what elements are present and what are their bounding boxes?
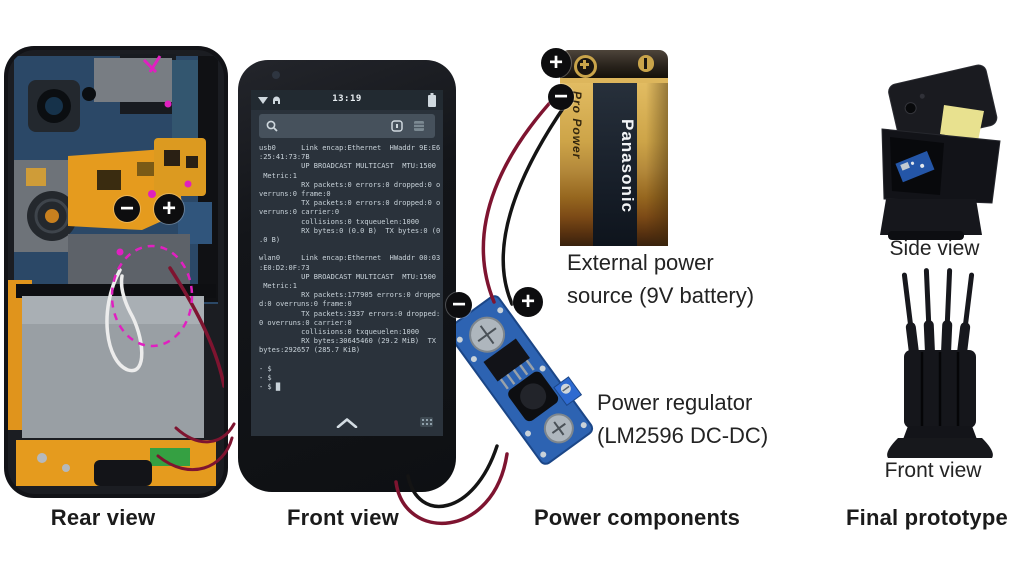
keyboard-icon [420,417,433,427]
front-phone-photo: 13:19 usb0 Link encap:Ethernet HWaddr 9E… [238,60,456,492]
internal-module [895,150,935,183]
battery-cap [560,50,668,78]
battery-series-label: Pro Power [570,91,584,160]
power-regulator-photo [446,295,594,465]
battery-9v-photo: Pro Power Panasonic [560,50,668,246]
caption-final-prototype: Final prototype [846,505,1008,530]
prototype-camera-icon [904,102,917,115]
status-bar: 13:19 [251,90,443,110]
battery-negative-terminal-icon [638,55,654,72]
chevron-up-icon [336,418,358,428]
prototype-front-view-photo [887,268,993,458]
phone-screen: 13:19 usb0 Link encap:Ethernet HWaddr 9E… [251,90,443,436]
polarity-marker-minus: − [114,196,140,222]
caption-rear-view: Rear view [50,505,156,530]
sticky-note [940,105,984,141]
magenta-annotations [110,55,194,348]
terminal-output: usb0 Link encap:Ethernet HWaddr 9E:E6 :2… [259,144,441,392]
connector-green [150,448,190,466]
polarity-marker-plus: + [513,287,543,317]
battery-positive-terminal-icon [574,55,597,78]
search-icon [266,120,278,132]
regulator-label: Power regulator (LM2596 DC-DC) [597,390,769,448]
wire-battery-red [481,94,558,304]
wifi-icon [258,97,268,104]
side-view-label: Side view [889,237,980,260]
status-time: 13:19 [332,94,362,104]
white-wire [105,268,144,373]
polarity-marker-plus: + [154,194,184,224]
polarity-marker-minus: − [446,292,472,318]
rear-phone-internals [8,54,224,486]
front-view-prototype-label: Front view [884,459,982,482]
prototype-side-view-photo [880,64,1001,240]
rear-phone-photo [4,46,228,498]
caption-front-view: Front view [286,505,399,530]
polarity-marker-plus: + [541,48,571,78]
battery-brand-stripe: Panasonic [593,83,637,246]
regulator-chip [483,338,530,382]
caption-power-components: Power components [533,505,741,530]
battery-brand-label: Panasonic [618,119,637,214]
battery-label: External power source (9V battery) [567,250,755,308]
tab-counter-icon [391,120,403,132]
headset-icon [273,96,280,104]
wire-battery-black [501,102,568,306]
red-wire-internal [168,266,224,388]
battery-body: Pro Power Panasonic [560,78,668,246]
search-bar [259,114,435,138]
polarity-marker-minus: − [548,84,574,110]
front-camera-icon [272,71,280,79]
battery-icon [428,93,436,107]
menu-grid-icon [414,121,424,131]
antennas [901,268,975,357]
